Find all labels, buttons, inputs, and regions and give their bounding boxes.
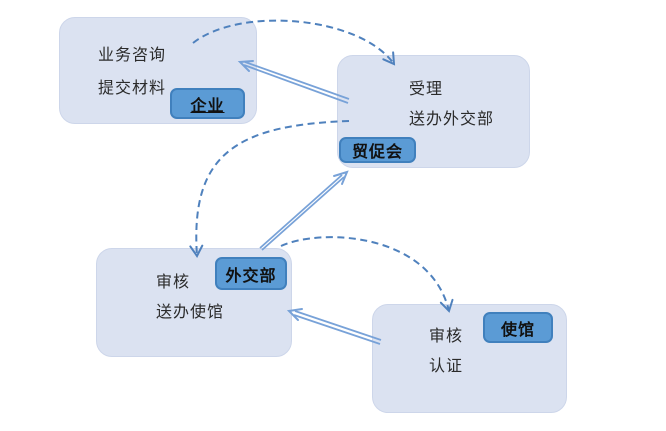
flow-box-ccpit-line1: 受理 <box>409 81 444 98</box>
tag-embassy: 使馆 <box>483 312 553 343</box>
flow-box-enterprise-line1: 业务咨询 <box>98 47 167 64</box>
tag-enterprise: 企业 <box>170 88 245 119</box>
dashed-arrow-ccpit-to-mfa <box>189 120 350 258</box>
flow-box-mfa-line2: 送办使馆 <box>156 304 225 321</box>
double-arrow-mfa-to-ccpit <box>259 170 349 251</box>
double-arrow-embassy-to-mfa <box>286 308 382 345</box>
flow-box-embassy-line2: 认证 <box>429 358 464 375</box>
tag-ccpit: 贸促会 <box>339 137 416 163</box>
flow-box-ccpit-line2: 送办外交部 <box>409 111 495 128</box>
tag-mfa: 外交部 <box>215 257 287 290</box>
dashed-arrow-mfa-to-embassy <box>280 236 454 313</box>
flow-box-enterprise-line2: 提交材料 <box>98 80 167 97</box>
flow-box-embassy-line1: 审核 <box>429 328 464 345</box>
flow-box-mfa-line1: 审核 <box>156 274 191 291</box>
